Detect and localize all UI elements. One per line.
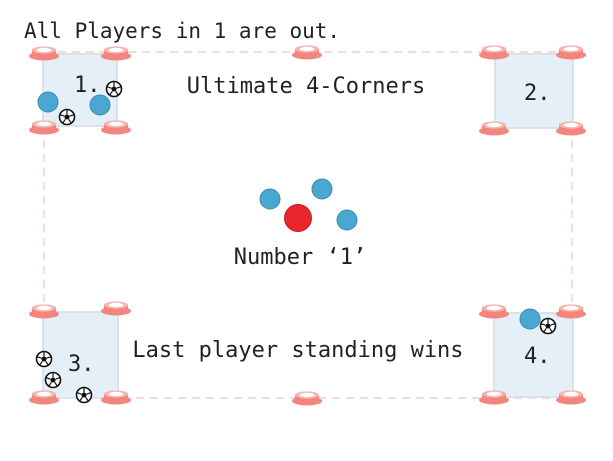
tagger-icon: [284, 204, 312, 232]
soccer-ball-icon: [58, 108, 76, 126]
cone-icon: [556, 304, 586, 319]
player-icon: [336, 209, 358, 231]
cone-icon: [479, 121, 509, 136]
zone-1-label: 1.: [74, 73, 101, 98]
header-text: All Players in 1 are out.: [24, 19, 340, 43]
cone-icon: [556, 390, 586, 405]
zone-2-label: 2.: [524, 81, 551, 106]
player-icon: [89, 94, 111, 116]
zone-4-label: 4.: [524, 344, 551, 369]
cone-icon: [101, 301, 131, 316]
cone-icon: [556, 121, 586, 136]
center-label: Number ‘1’: [234, 245, 366, 270]
cone-icon: [479, 390, 509, 405]
player-icon: [37, 91, 59, 113]
zone-4-area: [493, 312, 574, 398]
cone-icon: [292, 45, 322, 60]
cone-icon: [29, 120, 59, 135]
player-icon: [519, 308, 541, 330]
drill-title: Ultimate 4-Corners: [187, 74, 425, 99]
cone-icon: [101, 120, 131, 135]
player-icon: [311, 178, 333, 200]
zone-2-area: [494, 53, 574, 129]
cone-icon: [29, 390, 59, 405]
cone-icon: [556, 45, 586, 60]
zone-3-label: 3.: [68, 352, 95, 377]
soccer-ball-icon: [75, 386, 93, 404]
soccer-ball-icon: [105, 80, 123, 98]
soccer-ball-icon: [539, 317, 557, 335]
soccer-ball-icon: [35, 350, 53, 368]
cone-icon: [101, 46, 131, 61]
cone-icon: [292, 391, 322, 406]
cone-icon: [101, 390, 131, 405]
cone-icon: [479, 45, 509, 60]
soccer-ball-icon: [44, 371, 62, 389]
player-icon: [259, 188, 281, 210]
cone-icon: [479, 304, 509, 319]
cone-icon: [29, 46, 59, 61]
cone-icon: [29, 304, 59, 319]
footer-label: Last player standing wins: [132, 338, 463, 363]
